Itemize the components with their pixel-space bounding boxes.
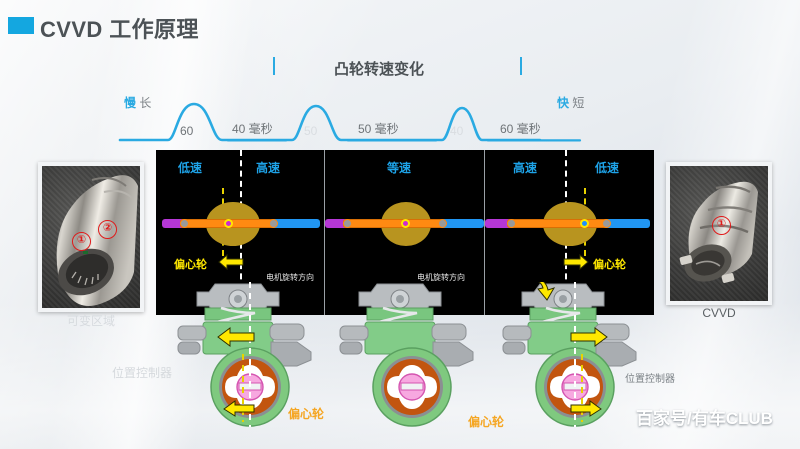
shaft-middle-2 — [343, 219, 447, 228]
eccentric-label-mech-1: 偏心轮 — [288, 407, 325, 421]
shaft-pivot-1 — [224, 219, 233, 228]
shaft-left-end-3 — [485, 219, 513, 228]
pulse-label-3: 40 — [450, 124, 464, 138]
photo-left-caption: 可变区域 — [66, 314, 115, 328]
speed-label-constant: 等速 — [387, 161, 412, 175]
shaft-assembly-1 — [162, 219, 320, 228]
interval-label-1: 40 毫秒 — [232, 122, 273, 136]
chart-tick-right-icon — [520, 57, 522, 75]
camshaft-illustration-left — [56, 175, 138, 306]
speed-label-low-1: 低速 — [178, 161, 203, 175]
cam-speed-waveform — [118, 102, 582, 142]
interval-label-3: 60 毫秒 — [500, 122, 541, 136]
shaft-pivot-2 — [401, 219, 410, 228]
panel-low-high: 低速 高速 偏心轮 电机旋转方向 — [156, 150, 324, 315]
panel-high-low: 高速 低速 偏心轮 — [485, 150, 654, 315]
shaft-joint-left-1 — [180, 219, 189, 228]
shaft-joint-right-3 — [602, 219, 611, 228]
shaft-left-end-1 — [162, 219, 186, 228]
photo-left: ① ② — [38, 162, 144, 312]
shaft-assembly-2 — [325, 219, 484, 228]
mechanism-assembly-1 — [175, 282, 325, 427]
shaft-joint-right-2 — [438, 219, 447, 228]
chart-tick-left-icon — [273, 57, 275, 75]
shaft-right-end-3 — [605, 219, 650, 228]
shaft-right-end-2 — [441, 219, 484, 228]
panel-divider-1 — [324, 150, 325, 315]
annotation-slow: 慢 — [124, 96, 137, 110]
title-bullet-icon — [8, 17, 34, 34]
speed-label-high-3: 高速 — [513, 161, 538, 175]
chart-title: 凸轮转速变化 — [334, 61, 425, 78]
photo-right-marker-1: ① — [712, 216, 731, 235]
shaft-left-end-2 — [325, 219, 349, 228]
pulse-label-2: 50 — [304, 124, 318, 138]
shaft-assembly-3 — [485, 219, 654, 228]
annotation-fast-short: 快 短 — [557, 94, 584, 111]
photo-card-left: ① ② 可变区域 — [38, 162, 144, 328]
page-title: CVVD 工作原理 — [40, 17, 199, 42]
motor-direction-label-2: 电机旋转方向 — [417, 273, 465, 282]
photo-right-caption: CVVD — [702, 306, 736, 320]
pulse-label-1: 60 — [180, 124, 194, 138]
slide-header: CVVD 工作原理 — [0, 0, 800, 46]
eccentric-label-3: 偏心轮 — [593, 259, 626, 271]
photo-card-right: ① CVVD — [666, 162, 772, 320]
eccentric-label-mech-3: 偏心轮 — [468, 415, 505, 429]
mechanism-assembly-3 — [500, 277, 650, 427]
motor-direction-label-1: 电机旋转方向 — [266, 273, 314, 282]
annotation-slow-long: 慢 长 — [124, 94, 151, 111]
shaft-middle-3 — [507, 219, 611, 228]
mechanism-assembly-2 — [337, 282, 487, 427]
panel-constant: 等速 电机旋转方向 — [325, 150, 484, 315]
interval-label-2: 50 毫秒 — [358, 122, 399, 136]
watermark: 百家号/有车CLUB — [636, 409, 773, 428]
speed-label-low-3: 低速 — [595, 161, 620, 175]
position-controller-label-left: 位置控制器 — [112, 366, 173, 380]
shaft-joint-left-3 — [507, 219, 516, 228]
shaft-right-end-1 — [272, 219, 320, 228]
annotation-short: 短 — [572, 96, 585, 110]
shaft-joint-left-2 — [343, 219, 352, 228]
photo-left-marker-1: ① — [72, 232, 91, 251]
shaft-pivot-3 — [580, 219, 589, 228]
annotation-long: 长 — [139, 96, 152, 110]
annotation-fast: 快 — [557, 96, 570, 110]
cam-speed-chart: 凸轮转速变化 慢 长 快 短 60 50 40 40 毫秒 50 毫秒 60 毫… — [110, 52, 690, 147]
photo-right: ① — [666, 162, 772, 305]
eccentric-arrow-left-1 — [218, 254, 244, 270]
eccentric-arrow-right-3 — [563, 254, 589, 270]
shaft-joint-right-1 — [269, 219, 278, 228]
panel-divider-2 — [484, 150, 485, 315]
eccentric-label-1: 偏心轮 — [174, 259, 207, 271]
speed-label-high-1: 高速 — [256, 161, 281, 175]
position-controller-label-right: 位置控制器 — [625, 374, 675, 385]
photo-left-marker-2: ② — [98, 220, 117, 239]
